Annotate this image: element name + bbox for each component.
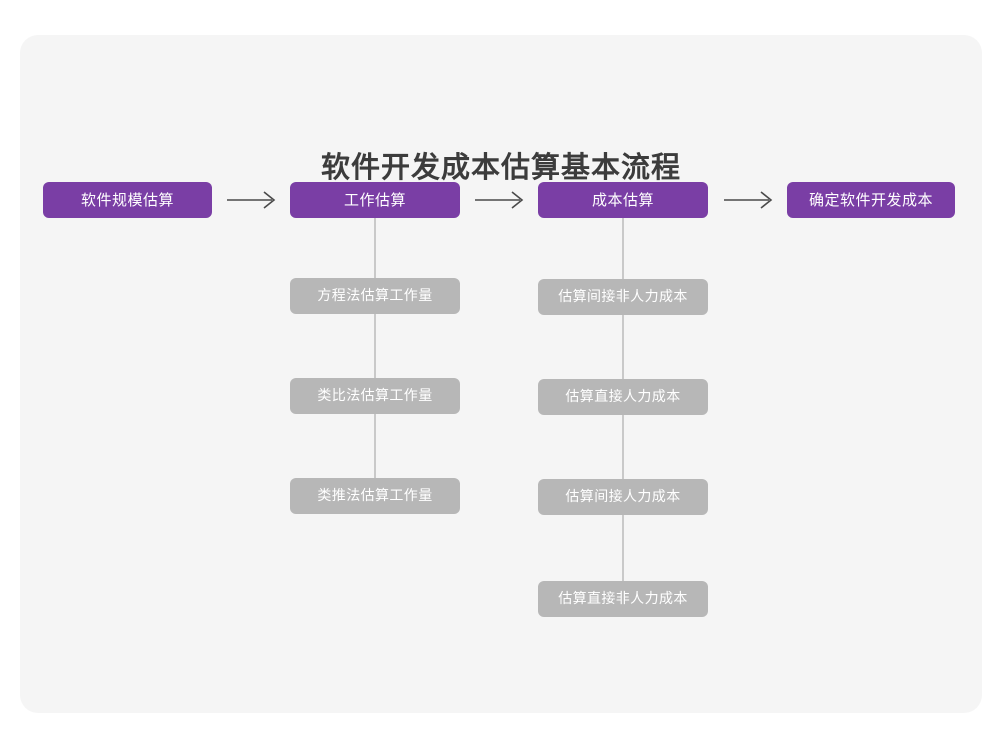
diagram-card: 软件开发成本估算基本流程 软件规模估算 工作估算 成本估算 确定软件开发成本 bbox=[20, 35, 982, 713]
branch-node-equation-method-effort[interactable]: 方程法估算工作量 bbox=[290, 278, 460, 314]
branch-node-indirect-labor-cost[interactable]: 估算间接人力成本 bbox=[538, 479, 708, 515]
right-arrow-icon-3 bbox=[721, 182, 777, 218]
flow-node-software-size-estimation[interactable]: 软件规模估算 bbox=[43, 182, 212, 218]
connector-line-work-estimation bbox=[374, 218, 376, 496]
branch-node-analogy-method-effort[interactable]: 类比法估算工作量 bbox=[290, 378, 460, 414]
right-arrow-icon-2 bbox=[472, 182, 528, 218]
flow-node-cost-estimation[interactable]: 成本估算 bbox=[538, 182, 708, 218]
branch-node-inference-method-effort[interactable]: 类推法估算工作量 bbox=[290, 478, 460, 514]
right-arrow-icon-1 bbox=[224, 182, 280, 218]
branch-node-direct-labor-cost[interactable]: 估算直接人力成本 bbox=[538, 379, 708, 415]
branch-node-indirect-nonlabor-cost[interactable]: 估算间接非人力成本 bbox=[538, 279, 708, 315]
flow-node-determine-development-cost[interactable]: 确定软件开发成本 bbox=[787, 182, 955, 218]
branch-node-direct-nonlabor-cost[interactable]: 估算直接非人力成本 bbox=[538, 581, 708, 617]
flow-node-work-estimation[interactable]: 工作估算 bbox=[290, 182, 460, 218]
diagram-title: 软件开发成本估算基本流程 bbox=[320, 150, 681, 185]
